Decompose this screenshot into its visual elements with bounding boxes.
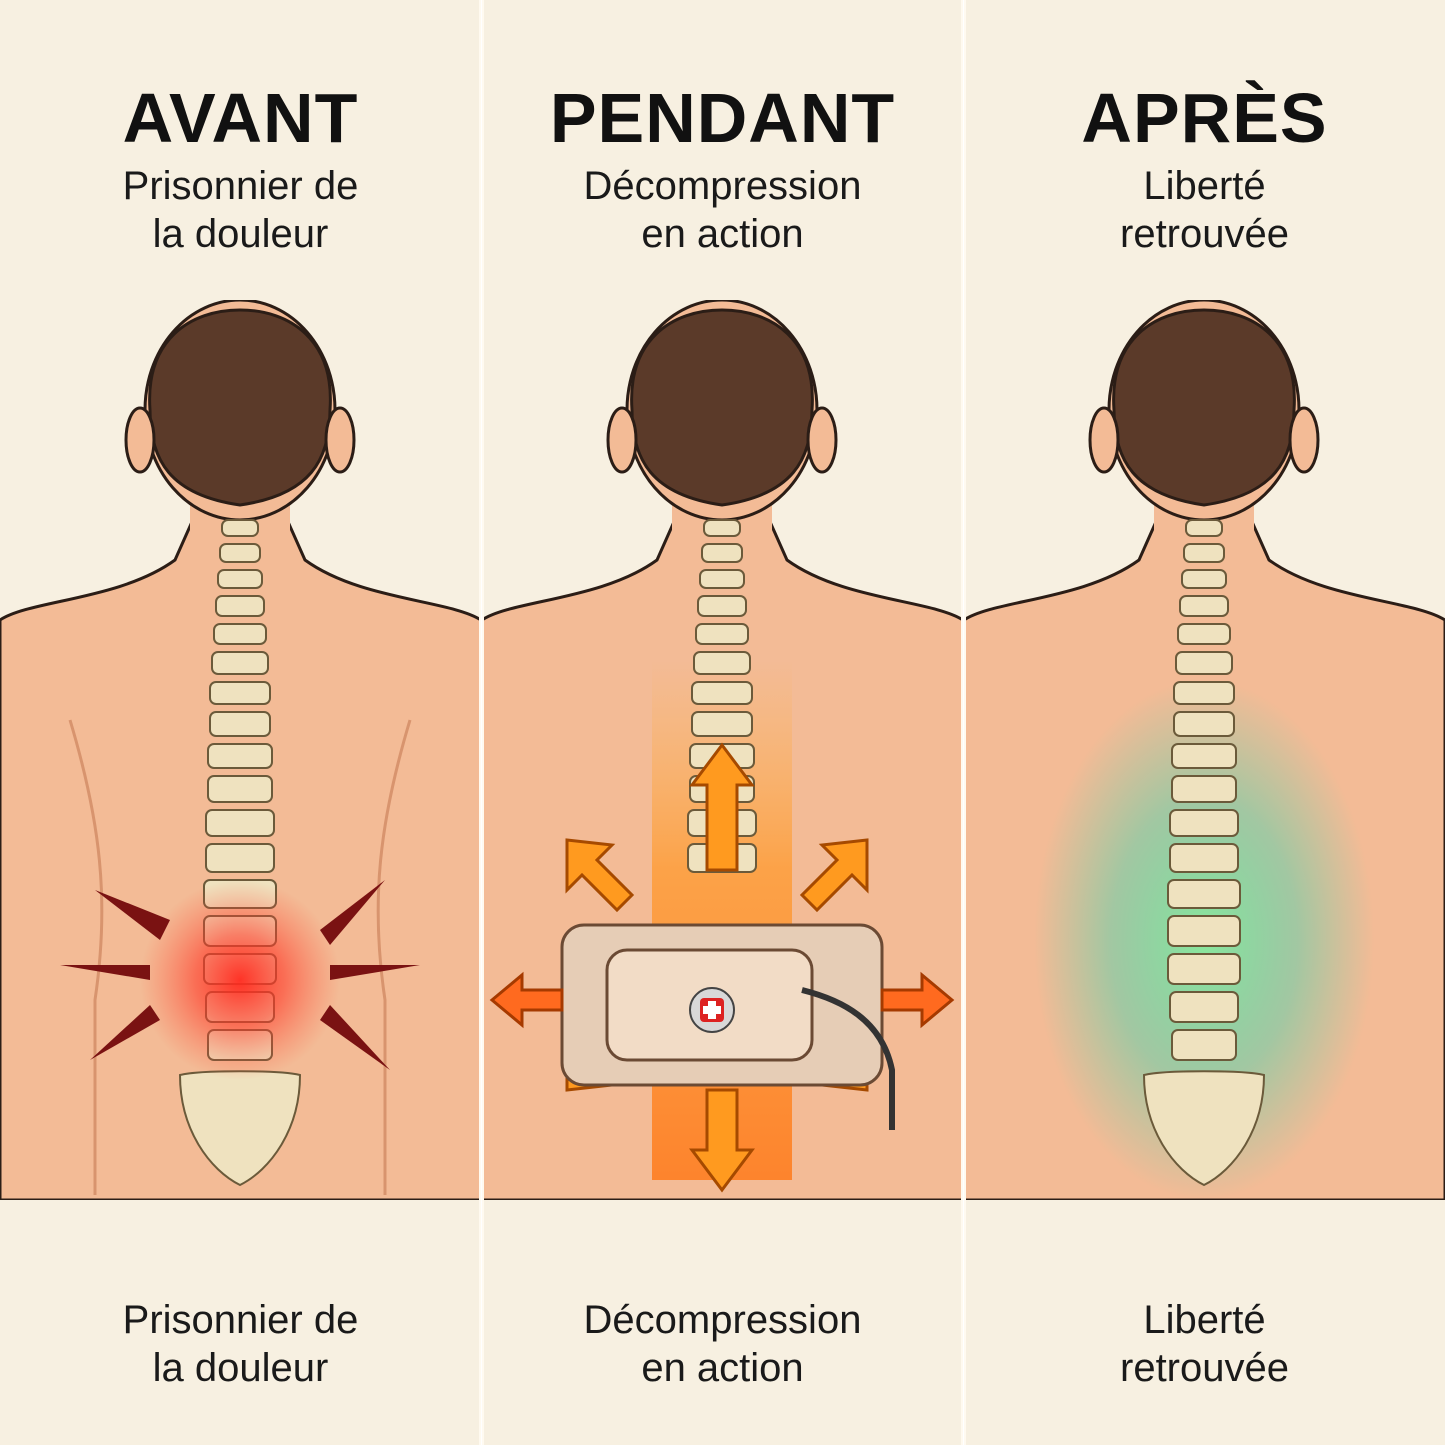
subtitle-line: Décompression — [583, 1298, 862, 1342]
up-arrow-icon — [689, 742, 755, 872]
subtitle-line: la douleur — [152, 212, 329, 256]
panel-title: PENDANT — [549, 79, 896, 157]
subtitle-line: retrouvée — [1120, 212, 1289, 256]
panel-divider — [481, 0, 482, 1445]
subtitle-line: la douleur — [152, 1346, 329, 1390]
panel-subtitle-bottom: Liberté retrouvée — [964, 1296, 1445, 1392]
panel-apres: APRÈS Liberté retrouvée — [964, 0, 1445, 1445]
subtitle-line: en action — [641, 1346, 804, 1390]
panel-subtitle-top: Prisonnier de la douleur — [0, 162, 481, 258]
panel-subtitle-bottom: Prisonnier de la douleur — [0, 1296, 481, 1392]
decompression-illustration — [482, 300, 963, 1200]
subtitle-line: retrouvée — [1120, 1346, 1289, 1390]
panel-pendant: PENDANT Décompression en action — [482, 0, 963, 1445]
panel-subtitle-top: Liberté retrouvée — [964, 162, 1445, 258]
panel-title: AVANT — [122, 79, 359, 157]
subtitle-line: Prisonnier de — [122, 1298, 359, 1342]
panel-subtitle-bottom: Décompression en action — [482, 1296, 963, 1392]
subtitle-line: Liberté — [1143, 1298, 1266, 1342]
panel-subtitle-top: Décompression en action — [482, 162, 963, 258]
back-pain-illustration — [0, 300, 481, 1200]
panel-avant: AVANT Prisonnier de la douleur — [0, 0, 481, 1445]
relief-illustration — [964, 300, 1445, 1200]
panel-divider — [963, 0, 964, 1445]
panel-title: APRÈS — [1081, 79, 1328, 157]
pain-burst-icon — [140, 880, 340, 1080]
subtitle-line: Décompression — [583, 164, 862, 208]
subtitle-line: Prisonnier de — [122, 164, 359, 208]
subtitle-line: en action — [641, 212, 804, 256]
subtitle-line: Liberté — [1143, 164, 1266, 208]
